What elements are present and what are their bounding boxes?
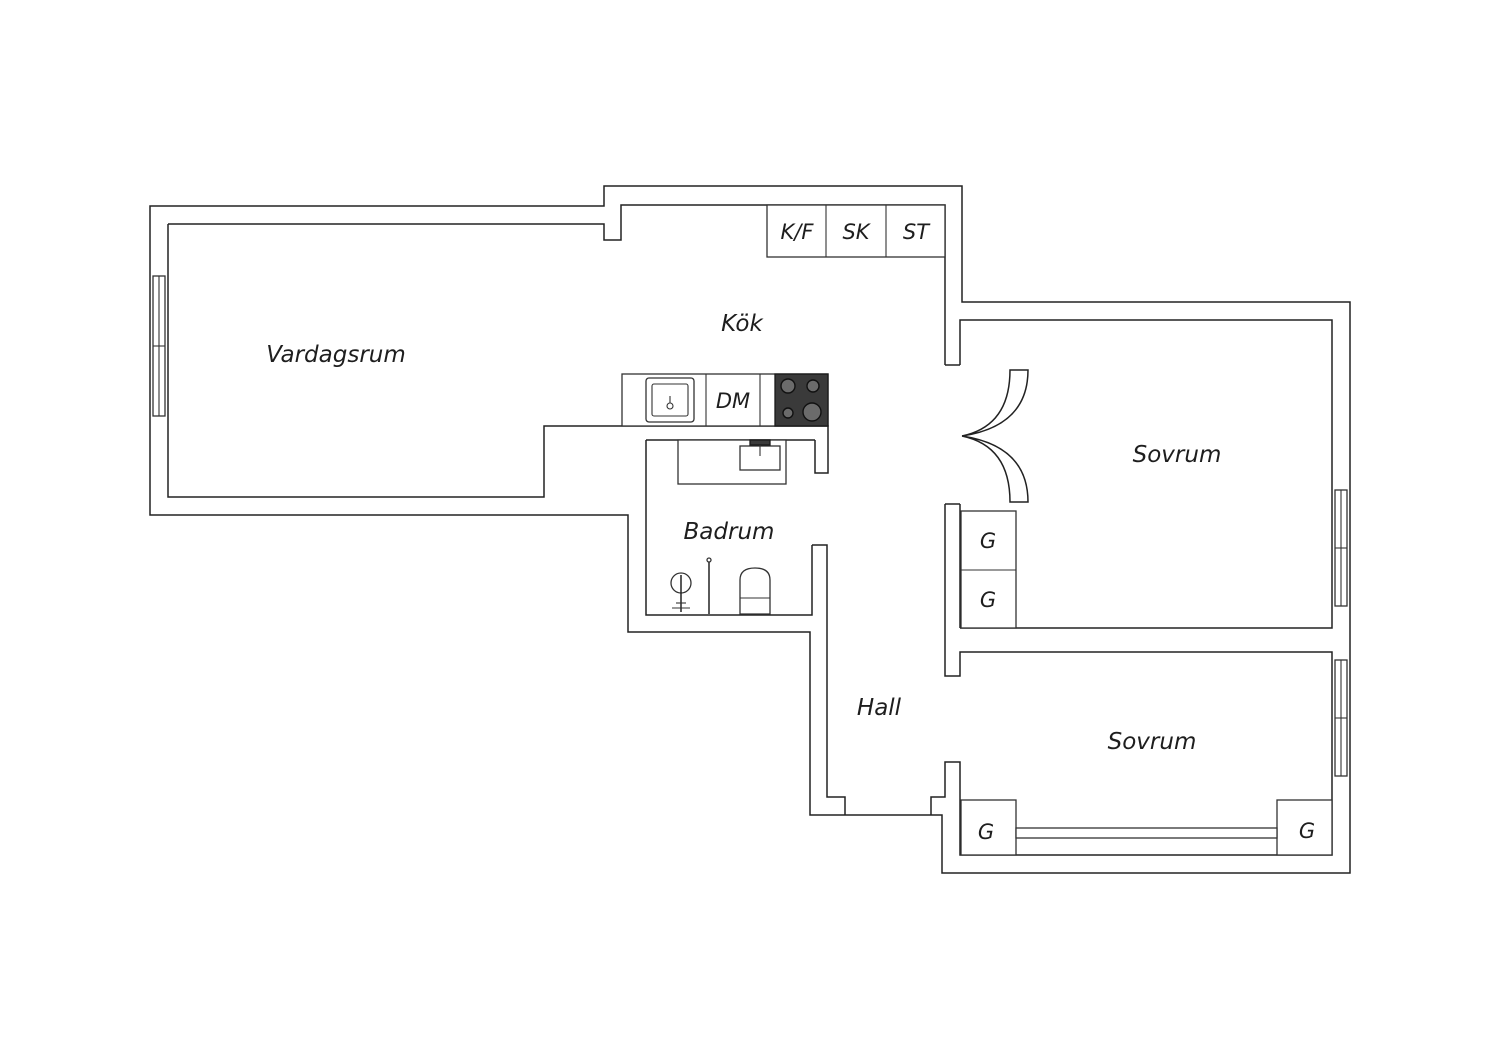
bathroom-vanity	[677, 439, 787, 485]
dishwasher-label: DM	[716, 389, 750, 413]
wardrobe-label: G	[978, 820, 994, 844]
wardrobes-bedroom-2: G G	[960, 799, 1333, 856]
window-icon	[1334, 659, 1348, 777]
wardrobe-label: G	[1299, 819, 1315, 843]
wardrobes-bedroom-1: G G	[960, 510, 1017, 629]
cleaning-closet-label: ST	[903, 220, 931, 244]
room-label-badrum: Badrum	[684, 519, 775, 545]
cabinet-label: SK	[842, 220, 871, 244]
stove-icon	[774, 373, 829, 427]
sink-icon	[645, 377, 695, 423]
fridge-freezer-label: K/F	[781, 220, 815, 244]
door-swing-icon	[961, 369, 1029, 503]
room-label-hall: Hall	[857, 695, 902, 721]
window-icon	[152, 275, 166, 417]
room-label-sovrum-2: Sovrum	[1108, 729, 1197, 755]
wardrobe-label: G	[980, 588, 996, 612]
room-label-kok: Kök	[721, 311, 764, 337]
shower-icon	[670, 557, 712, 614]
kitchen-upper-cabinets: K/F SK ST	[766, 204, 946, 258]
toilet-icon	[739, 567, 771, 615]
kitchen-counter: DM	[621, 373, 829, 427]
washbasin-icon	[739, 439, 781, 471]
wardrobe-label: G	[980, 529, 996, 553]
room-label-vardagsrum: Vardagsrum	[266, 342, 406, 368]
window-icon	[1334, 489, 1348, 607]
room-label-sovrum-1: Sovrum	[1133, 442, 1222, 468]
